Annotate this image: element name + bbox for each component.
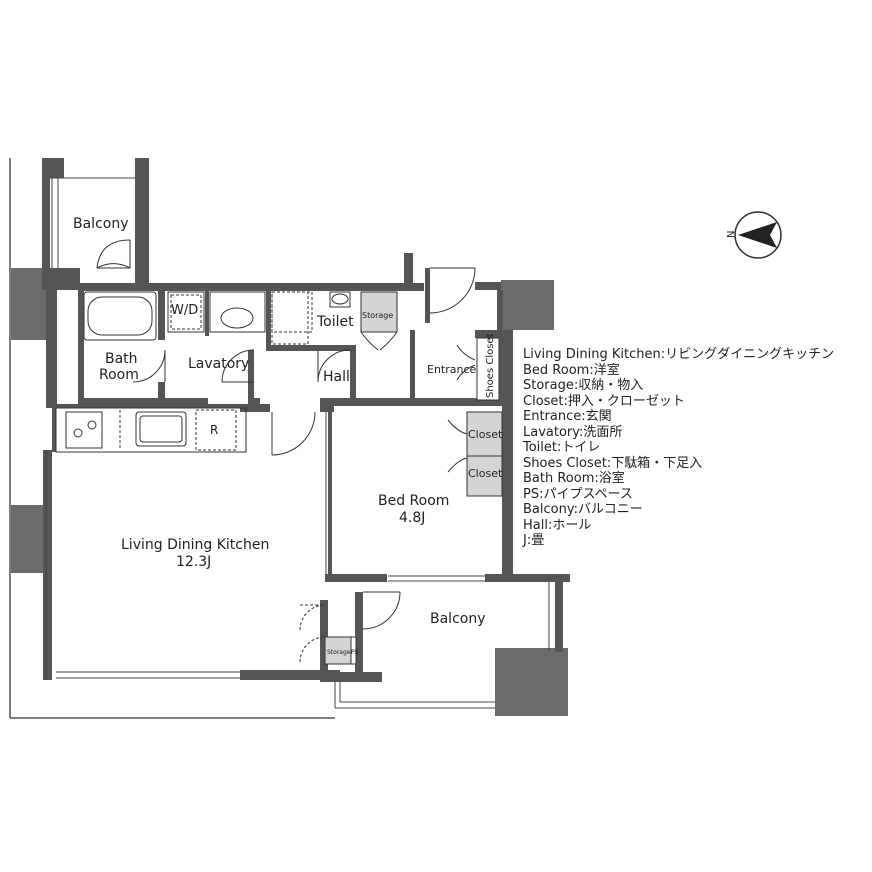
compass-icon: N <box>726 211 782 259</box>
legend-item: Shoes Closet:下駄箱・下足入 <box>523 455 703 471</box>
lavatory-label: Lavatory <box>188 356 249 372</box>
ldk-label: Living Dining Kitchen <box>121 537 269 553</box>
legend-item: Bed Room:洋室 <box>523 362 620 378</box>
shoes-closet-label: Shoes Closet <box>485 333 496 398</box>
legend-item: Living Dining Kitchen:リビングダイニングキッチン <box>523 347 835 362</box>
bed-room-size: 4.8J <box>399 510 425 526</box>
legend-item: Entrance:玄関 <box>523 409 612 424</box>
storage-top-label: Storage <box>362 311 393 320</box>
compass-north-label: N <box>726 231 737 238</box>
entrance-label: Entrance <box>427 363 477 376</box>
legend: Living Dining Kitchen:リビングダイニングキッチン Bed … <box>523 347 868 549</box>
bath-room-label-2: Room <box>99 367 139 383</box>
wd-label: W/D <box>171 303 198 318</box>
site-boundary <box>9 158 335 719</box>
hall-label: Hall <box>323 369 350 385</box>
toilet-label: Toilet <box>316 314 354 330</box>
windows <box>45 177 550 709</box>
doors <box>96 239 476 663</box>
ldk-size: 12.3J <box>176 554 211 570</box>
legend-item: J:畳 <box>523 533 545 548</box>
legend-item: Lavatory:洗面所 <box>523 424 623 440</box>
legend-item: PS:パイプスペース <box>523 486 633 502</box>
legend-item: Toilet:トイレ <box>523 440 601 455</box>
legend-item: Storage:収納・物入 <box>523 378 644 393</box>
legend-item: Balcony:バルコニー <box>523 502 643 517</box>
bath-room-label-1: Bath <box>105 351 138 367</box>
closet-1-label: Closet <box>468 428 503 441</box>
storage-fills <box>324 291 503 665</box>
legend-item: Bath Room:浴室 <box>523 471 625 486</box>
bed-room-label: Bed Room <box>378 493 449 509</box>
room-labels: Balcony Bath Room W/D Toilet Storage Lav… <box>73 216 503 656</box>
storage-bottom-label: Storage <box>327 649 351 656</box>
ps-label: PS <box>351 649 359 656</box>
balcony-top-label: Balcony <box>73 216 129 232</box>
closet-2-label: Closet <box>468 467 503 480</box>
legend-item: Hall:ホール <box>523 517 592 533</box>
balcony-bottom-label: Balcony <box>430 611 486 627</box>
fixtures <box>55 291 351 453</box>
walls <box>42 158 570 682</box>
legend-item: Closet:押入・クローゼット <box>523 393 685 409</box>
refrigerator-label: R <box>210 423 218 437</box>
